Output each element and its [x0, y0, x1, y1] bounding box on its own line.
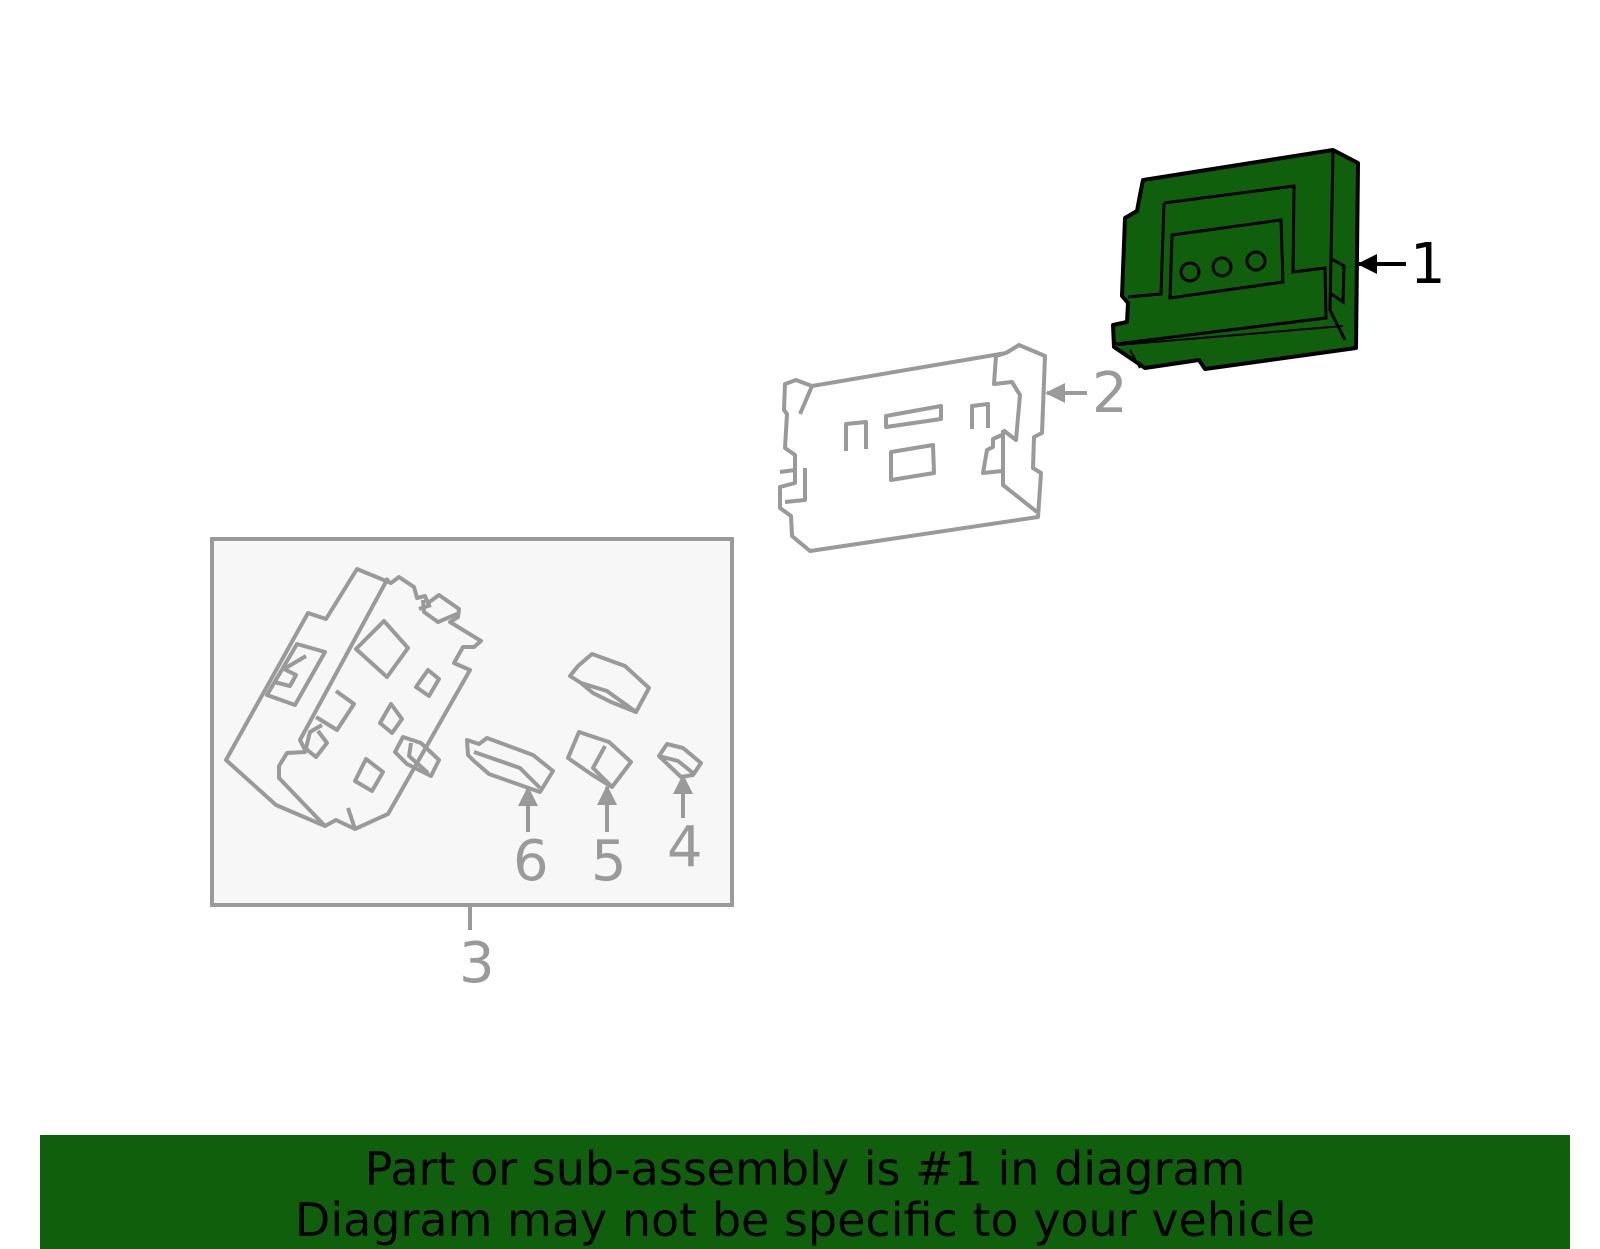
callout-1: 1 — [1357, 232, 1446, 297]
callout-2-label: 2 — [1092, 361, 1128, 426]
footer-line-1: Part or sub-assembly is #1 in diagram — [364, 1142, 1246, 1196]
part-4-clip[interactable] — [657, 742, 703, 779]
part-1-control-module[interactable] — [1111, 148, 1360, 371]
footer-banner: Part or sub-assembly is #1 in diagram Di… — [40, 1135, 1570, 1249]
callout-5-label: 5 — [591, 829, 627, 894]
callout-4-label: 4 — [667, 815, 703, 880]
part-3-junction-box-assembly[interactable] — [210, 537, 734, 907]
callout-5: 5 — [591, 785, 627, 894]
callout-1-label: 1 — [1410, 232, 1446, 297]
callout-4: 4 — [667, 774, 703, 880]
part-6-connector[interactable] — [465, 736, 555, 794]
callout-3: 3 — [459, 907, 495, 996]
callout-6-label: 6 — [513, 829, 549, 894]
callout-3-label: 3 — [459, 931, 495, 996]
callout-2: 2 — [1045, 361, 1128, 426]
part-2-mounting-bracket[interactable] — [778, 343, 1047, 553]
callout-6: 6 — [513, 786, 549, 894]
footer-line-2: Diagram may not be specific to your vehi… — [294, 1193, 1316, 1247]
